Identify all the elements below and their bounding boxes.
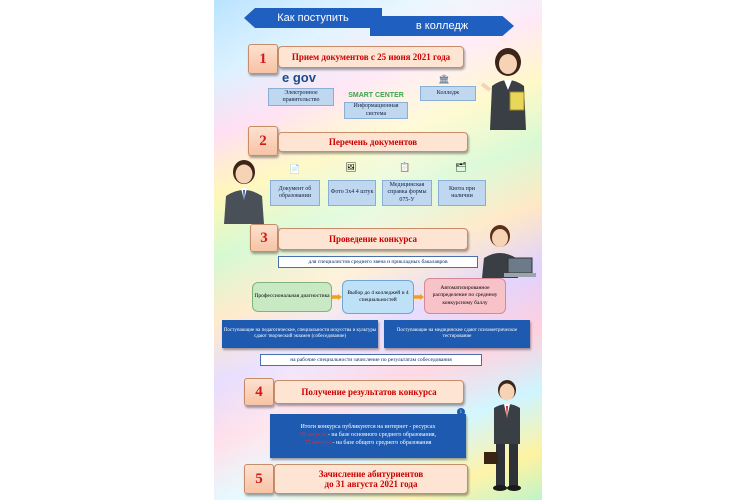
step-2-title: Перечень документов xyxy=(278,132,468,152)
college-box: Колледж xyxy=(420,86,476,101)
arrow-to-auto xyxy=(414,294,424,300)
doc-education: Документ об образовании xyxy=(270,180,320,206)
college-building-icon: 🏛 xyxy=(438,73,450,84)
results-line-2: - на базе основного среднего образования… xyxy=(326,432,437,439)
results-line-3: - на базе общего среднего образования xyxy=(331,439,432,446)
man-briefcase-illustration xyxy=(484,380,521,491)
arrow-right-banner: в колледж xyxy=(370,16,514,36)
medical-form-icon: 📋 xyxy=(399,161,411,172)
step-3-title: Проведение конкурса xyxy=(278,228,468,250)
results-date-2: 25 августа xyxy=(304,439,332,446)
pedagogical-note: Поступающие на педагогические, специальн… xyxy=(222,320,378,348)
college-choice-box: Выбор до 4 колледжей и 4 специальностей xyxy=(342,280,414,314)
doc-quota: Квота при наличии xyxy=(438,180,486,206)
arrow-left-banner: Как поступить xyxy=(244,8,382,28)
smart-center-box: Информационная система xyxy=(344,102,408,119)
step-1-title: Прием документов с 25 июня 2021 года xyxy=(278,46,464,68)
results-date-1: 28 августа xyxy=(299,432,327,439)
egov-box: Электронное правительство xyxy=(268,88,334,106)
step-1-number: 1 xyxy=(248,44,278,74)
workers-note: на рабочие специальности зачисление по р… xyxy=(260,354,482,366)
info-icon: i xyxy=(457,408,465,416)
step-5-number: 5 xyxy=(244,464,274,494)
smart-center-logo: SMART CENTER xyxy=(348,92,404,99)
document-icon: 📄 xyxy=(289,163,301,174)
step-4-title: Получение результатов конкурса xyxy=(274,380,464,404)
header-left-text: Как поступить xyxy=(277,12,349,24)
arrow-to-choice xyxy=(332,294,342,300)
man-laptop-illustration xyxy=(482,225,536,278)
doc-medical: Медицинская справка формы 075-У xyxy=(382,180,432,206)
step-3-subtitle: для специалистов среднего звена и прикла… xyxy=(278,256,478,268)
prof-diagnostics-box: Профессиональная диагностика xyxy=(252,282,332,312)
step-3-number: 3 xyxy=(250,224,278,252)
admission-poster: Как поступить в колледж 1 Прием документ… xyxy=(214,0,542,500)
medical-note: Поступающие на медицинские сдают психоме… xyxy=(384,320,530,348)
step-5-title: Зачисление абитуриентов до 31 августа 20… xyxy=(274,464,468,494)
step-4-number: 4 xyxy=(244,378,274,406)
results-info-box: Итоги конкурса публикуются на интернет -… xyxy=(270,414,466,458)
doc-photo: Фото 3х4 4 штук xyxy=(328,180,376,206)
photo-icon: 🖼 xyxy=(345,161,357,172)
woman-illustration xyxy=(480,48,526,130)
step-2-number: 2 xyxy=(248,126,278,156)
egov-logo: e gov xyxy=(282,70,316,85)
header-right-text: в колледж xyxy=(415,20,469,32)
auto-distribution-box: Автоматизированное распределение по сред… xyxy=(424,278,506,314)
results-line-1: Итоги конкурса публикуются на интернет -… xyxy=(300,424,436,431)
man-illustration-1 xyxy=(224,160,264,224)
quota-icon: 🗂 xyxy=(455,161,467,172)
